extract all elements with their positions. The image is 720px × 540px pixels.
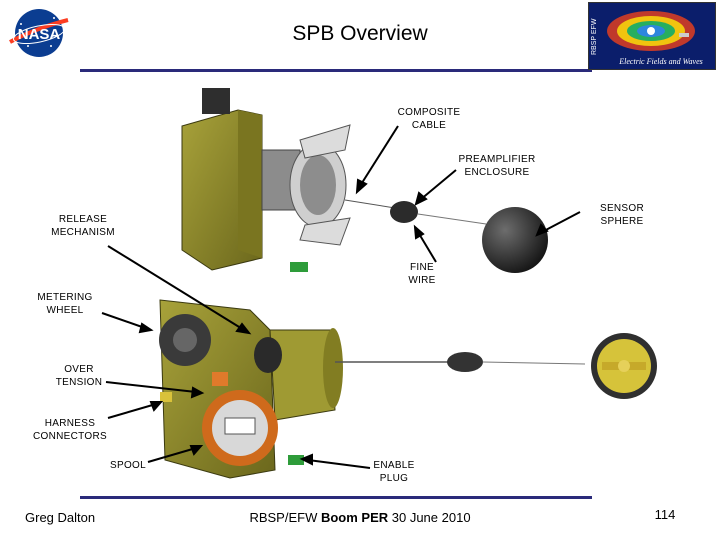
lower-boom-unit [159,299,586,479]
label-spool: SPOOL [110,460,146,471]
nasa-logo: NASA [6,6,72,60]
slide-title: SPB Overview [292,22,428,45]
nasa-wordmark: NASA [18,26,61,43]
pointer-lines [101,125,581,469]
title-divider [80,69,592,72]
page-number: 114 [654,507,676,522]
footer-author: Greg Dalton [25,510,96,525]
footer-divider [80,496,592,499]
rbsp-caption: Electric Fields and Waves [619,57,703,66]
upper-boom-unit [181,88,396,272]
sphere-end-view [591,333,657,399]
rbsp-efw-logo: RBSP EFW Electric Fields and Waves [588,2,716,70]
preamp-and-sphere [390,201,548,273]
footer-project: RBSP/EFW Boom PER 30 June 2010 [249,510,471,525]
